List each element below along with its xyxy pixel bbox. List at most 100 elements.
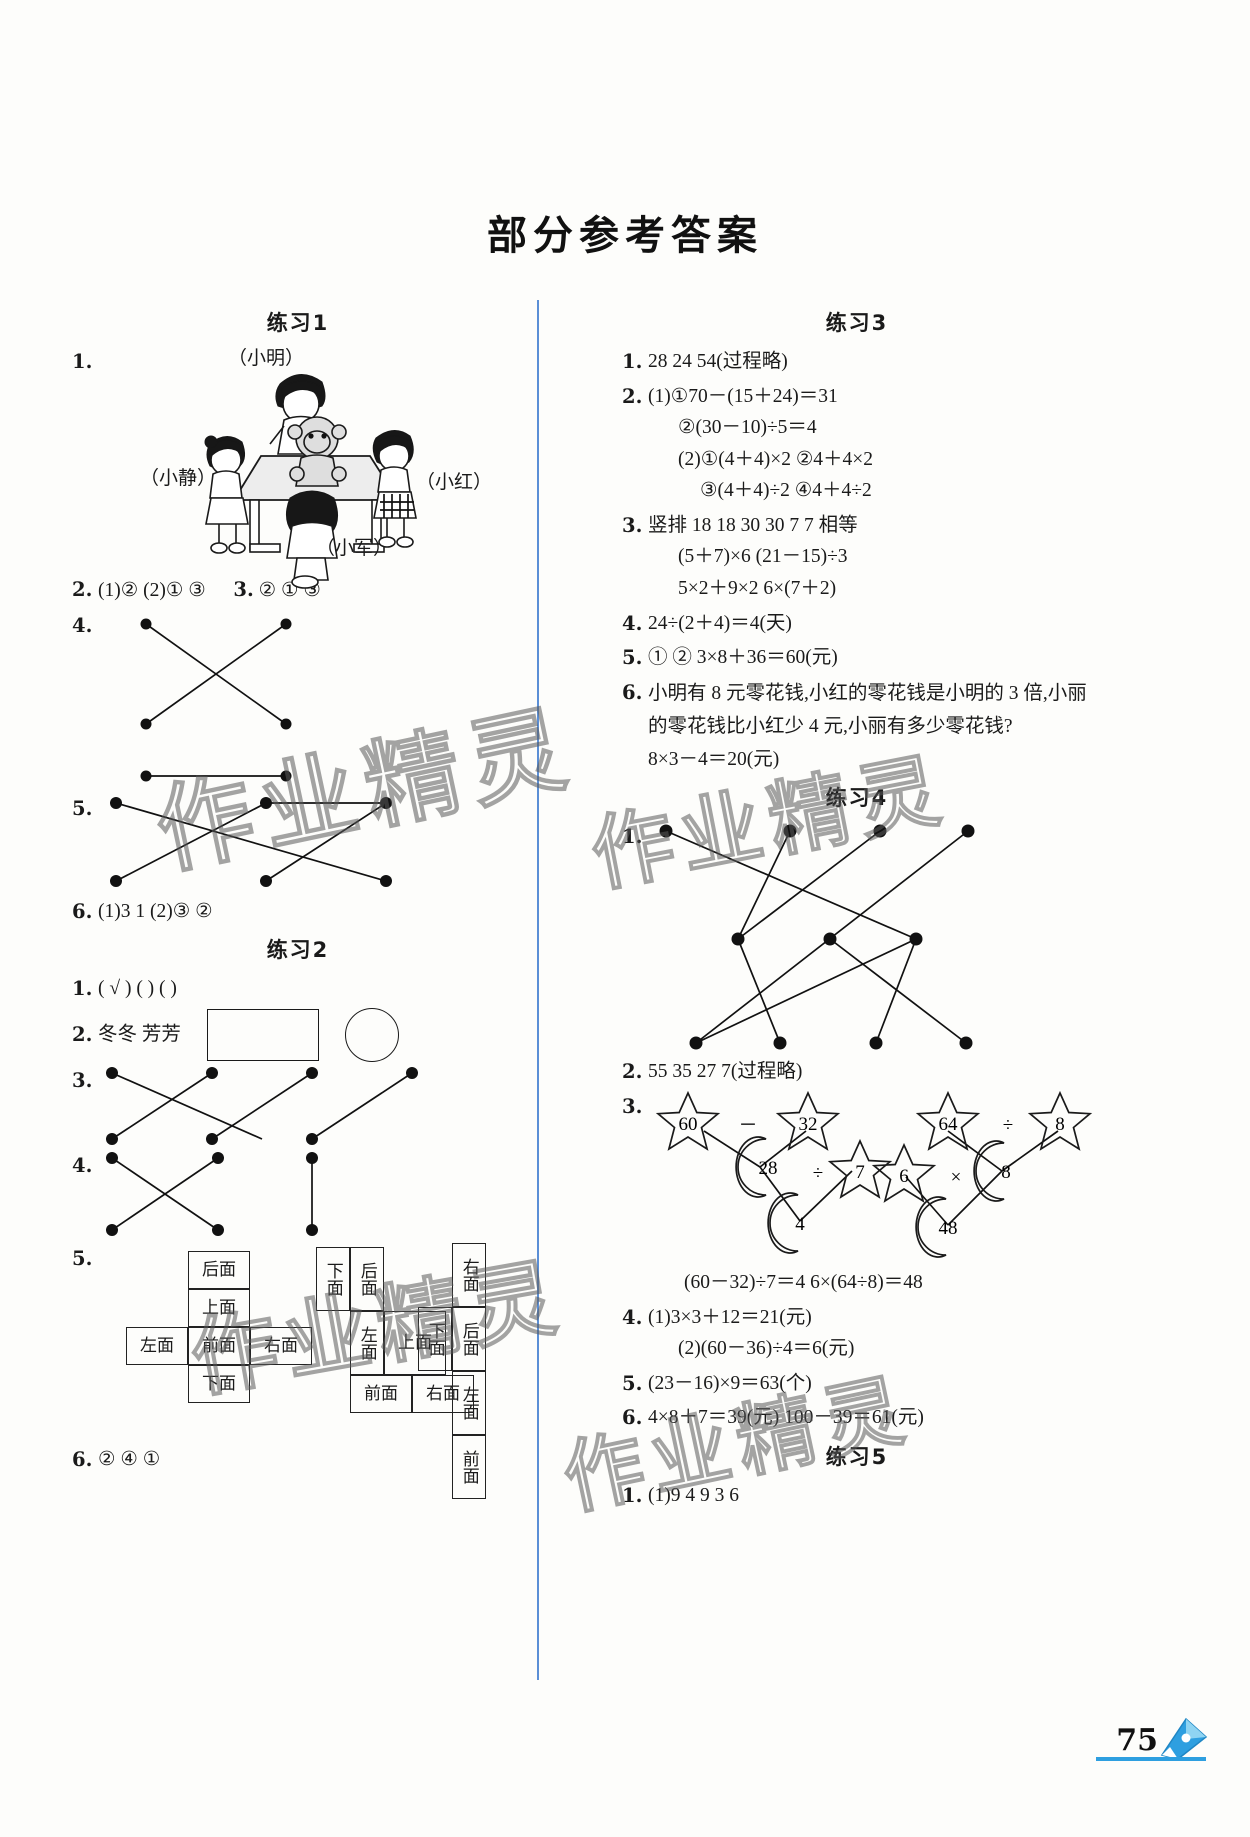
monkey-toy xyxy=(287,416,347,487)
answer-row-3-6: 6. 小明有 8 元零花钱,小红的零花钱是小明的 3 倍,小丽的零花钱比小红少 … xyxy=(622,677,1092,776)
answer-text: (1)3 1 (2)③ ② xyxy=(98,900,213,922)
net-cell: 后面 xyxy=(452,1306,486,1371)
kid-left xyxy=(204,435,249,554)
shape-circle xyxy=(344,1007,399,1062)
moon-shape xyxy=(973,1140,1005,1202)
label-xiaoming: （小明） xyxy=(228,348,305,370)
star-value: 7 xyxy=(855,1162,865,1183)
answer-row-4-3: 3. 60 xyxy=(622,1091,1092,1299)
answer-row-3-2: 2. (1)①70－(15＋24)＝31 ②(30－10)÷5＝4 (2)①(4… xyxy=(622,381,1092,507)
answer-text: 55 35 27 7(过程略) xyxy=(648,1061,803,1083)
item-number: 4. xyxy=(622,1305,643,1329)
answer-text: ① ② 3×8＋36＝60(元) xyxy=(648,647,838,669)
item-number: 4. xyxy=(622,611,643,635)
item-number: 1. xyxy=(72,350,93,374)
cube-net-b: 下面 后面 左面 上面 前面 右面 xyxy=(316,1246,474,1413)
answer-text: (1)② (2)① ③ xyxy=(98,580,206,602)
answer-row-3-4: 4. 24÷(2＋4)＝4(天) xyxy=(622,608,1092,640)
answer-subline: (60－32)÷7＝4 6×(64÷8)＝48 xyxy=(684,1272,923,1294)
figure-cube-nets: 后面 上面 左面 前面 右面 下面 xyxy=(98,1242,524,1499)
item-number: 3. xyxy=(622,1095,643,1119)
answer-row-1-5: 5. xyxy=(72,793,524,893)
figure-table-kids: （小明） （小静） （小红） （小军） xyxy=(98,346,538,589)
moon-shape xyxy=(767,1192,799,1254)
answer-row-2-4: 4. xyxy=(72,1150,524,1240)
item-number: 3. xyxy=(233,578,254,602)
answer-text: 24÷(2＋4)＝4(天) xyxy=(648,612,792,634)
net-cell: 左面 xyxy=(126,1326,188,1365)
star-value: 6 xyxy=(899,1166,909,1187)
item-number: 4. xyxy=(72,1153,93,1177)
answer-row-2-5: 5. 后面 上面 左面 前面 右面 xyxy=(72,1242,524,1499)
cube-net-c: 右面 下面 后面 左面 前面 xyxy=(418,1242,486,1499)
figure-star-moon: 60 32 7 28 4 － ÷ xyxy=(657,1092,1091,1258)
item-number: 1. xyxy=(622,350,643,374)
item-number: 3. xyxy=(622,513,643,537)
net-cell: 上面 xyxy=(384,1310,446,1375)
answer-row-3-3: 3. 竖排 18 18 30 30 7 7 相等 (5＋7)×6 (21－15)… xyxy=(622,510,1092,605)
star-value: 8 xyxy=(1055,1114,1065,1135)
pen-nib-icon xyxy=(1156,1717,1210,1761)
answer-row-1-6: 6. (1)3 1 (2)③ ② xyxy=(72,896,524,928)
answer-text: 小明有 8 元零花钱,小红的零花钱是小明的 3 倍,小丽的零花钱比小红少 4 元… xyxy=(648,682,1087,738)
answer-text: ② ④ ① xyxy=(98,1448,161,1470)
net-cell: 前面 xyxy=(452,1434,486,1499)
answer-row-1-1: 1. （小明） （小静） （小红） （小军） xyxy=(72,346,524,589)
net-cell: 右面 xyxy=(250,1326,312,1365)
answer-row-2-3: 3. xyxy=(72,1065,524,1147)
exercise-heading-4: 练习4 xyxy=(825,786,889,811)
answer-subline: (2)①(4＋4)×2 ②4＋4×2 xyxy=(678,448,874,470)
answer-subline: (5＋7)×6 (21－15)÷3 xyxy=(678,546,848,568)
exercise-heading-2: 练习2 xyxy=(266,938,330,963)
figure-match-p2-3 xyxy=(106,1066,418,1145)
answer-text: (23－16)×9＝63(个) xyxy=(648,1372,812,1394)
label-xiaojun: （小军） xyxy=(316,538,393,560)
answer-row-1-4: 4. xyxy=(72,610,524,790)
item-number: 6. xyxy=(72,1447,93,1471)
operator: × xyxy=(951,1167,962,1188)
net-cell: 右面 xyxy=(452,1242,486,1307)
net-cell: 右面 xyxy=(412,1374,474,1413)
kids-around-table-svg xyxy=(204,374,417,589)
kid-right xyxy=(372,430,417,548)
operator: ÷ xyxy=(813,1163,823,1184)
right-column: 练习3 1. 28 24 54(过程略) 2. (1)①70－(15＋24)＝3… xyxy=(622,300,1092,1515)
item-number: 3. xyxy=(72,1068,93,1092)
moon-value: 4 xyxy=(795,1214,805,1235)
item-number: 5. xyxy=(622,646,643,670)
item-number: 2. xyxy=(622,1060,643,1084)
answer-row-2-2: 2. 冬冬 芳芳 xyxy=(72,1007,524,1062)
figure-match-p2-4 xyxy=(106,1151,318,1236)
answer-row-3-1: 1. 28 24 54(过程略) xyxy=(622,346,1092,378)
figure-match-4 xyxy=(140,618,292,782)
moon-value: 8 xyxy=(1001,1162,1011,1183)
item-number: 1. xyxy=(622,825,643,849)
answer-text: ( √ ) ( ) ( ) xyxy=(98,978,177,1000)
answer-row-5-1: 1. (1)9 4 9 3 6 xyxy=(622,1480,1092,1512)
net-cell: 下面 xyxy=(316,1246,350,1311)
item-number: 1. xyxy=(622,1483,643,1507)
answer-text: 冬冬 芳芳 xyxy=(98,1023,181,1045)
star-value: 32 xyxy=(799,1114,818,1135)
star-value: 64 xyxy=(939,1114,959,1135)
page-footer: 75 xyxy=(1096,1717,1216,1769)
answer-text: (1)3×3＋12＝21(元) xyxy=(648,1306,812,1328)
figure-match-5 xyxy=(110,796,392,887)
item-number: 5. xyxy=(72,796,93,820)
answer-text: 28 24 54(过程略) xyxy=(648,351,788,373)
answer-row-4-5: 5. (23－16)×9＝63(个) xyxy=(622,1368,1092,1400)
answer-row-2-6: 6. ② ④ ① xyxy=(72,1444,524,1476)
exercise-heading-3: 练习3 xyxy=(825,311,889,335)
answer-text: 4×8＋7＝39(元) 100－39＝61(元) xyxy=(648,1407,924,1429)
net-cell: 前面 xyxy=(188,1326,250,1365)
answer-subline: 8×3－4＝20(元) xyxy=(648,748,780,770)
answer-row-2-1: 1. ( √ ) ( ) ( ) xyxy=(72,973,524,1005)
exercise-heading-1: 练习1 xyxy=(266,311,330,335)
answer-text: (1)9 4 9 3 6 xyxy=(648,1484,739,1506)
answer-subline: ②(30－10)÷5＝4 xyxy=(678,417,817,439)
answer-subline: 5×2＋9×2 6×(7＋2) xyxy=(678,578,837,600)
item-number: 5. xyxy=(622,1371,643,1395)
net-cell: 下面 xyxy=(418,1306,452,1371)
item-number: 6. xyxy=(622,680,643,704)
net-cell: 后面 xyxy=(350,1246,384,1311)
